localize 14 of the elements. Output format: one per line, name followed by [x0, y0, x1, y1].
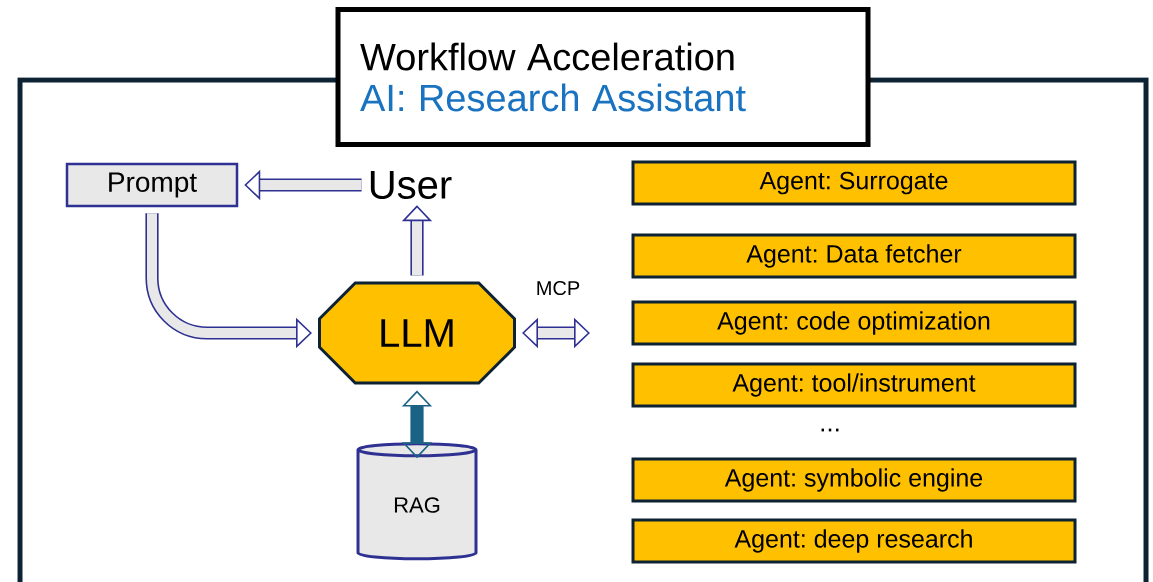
agent-box: Agent: symbolic engine	[631, 457, 1077, 503]
agent-box: Agent: deep research	[631, 518, 1077, 564]
ellipsis: ...	[821, 428, 839, 432]
agent-box: Agent: Data fetcher	[631, 233, 1077, 279]
prompt-box: Prompt	[65, 162, 239, 208]
title-box: Workflow Acceleration AI: Research Assistant	[335, 7, 871, 147]
block-arrow	[522, 317, 590, 349]
user-label: User	[370, 171, 452, 199]
agent-box: Agent: code optimization	[631, 300, 1077, 346]
database-cylinder: RAG	[356, 442, 478, 561]
agent-box: Agent: tool/instrument	[631, 362, 1077, 408]
agent-box: Agent: Surrogate	[631, 160, 1077, 206]
edge-label: MCP	[534, 279, 582, 297]
llm-octagon: LLM	[318, 281, 516, 385]
